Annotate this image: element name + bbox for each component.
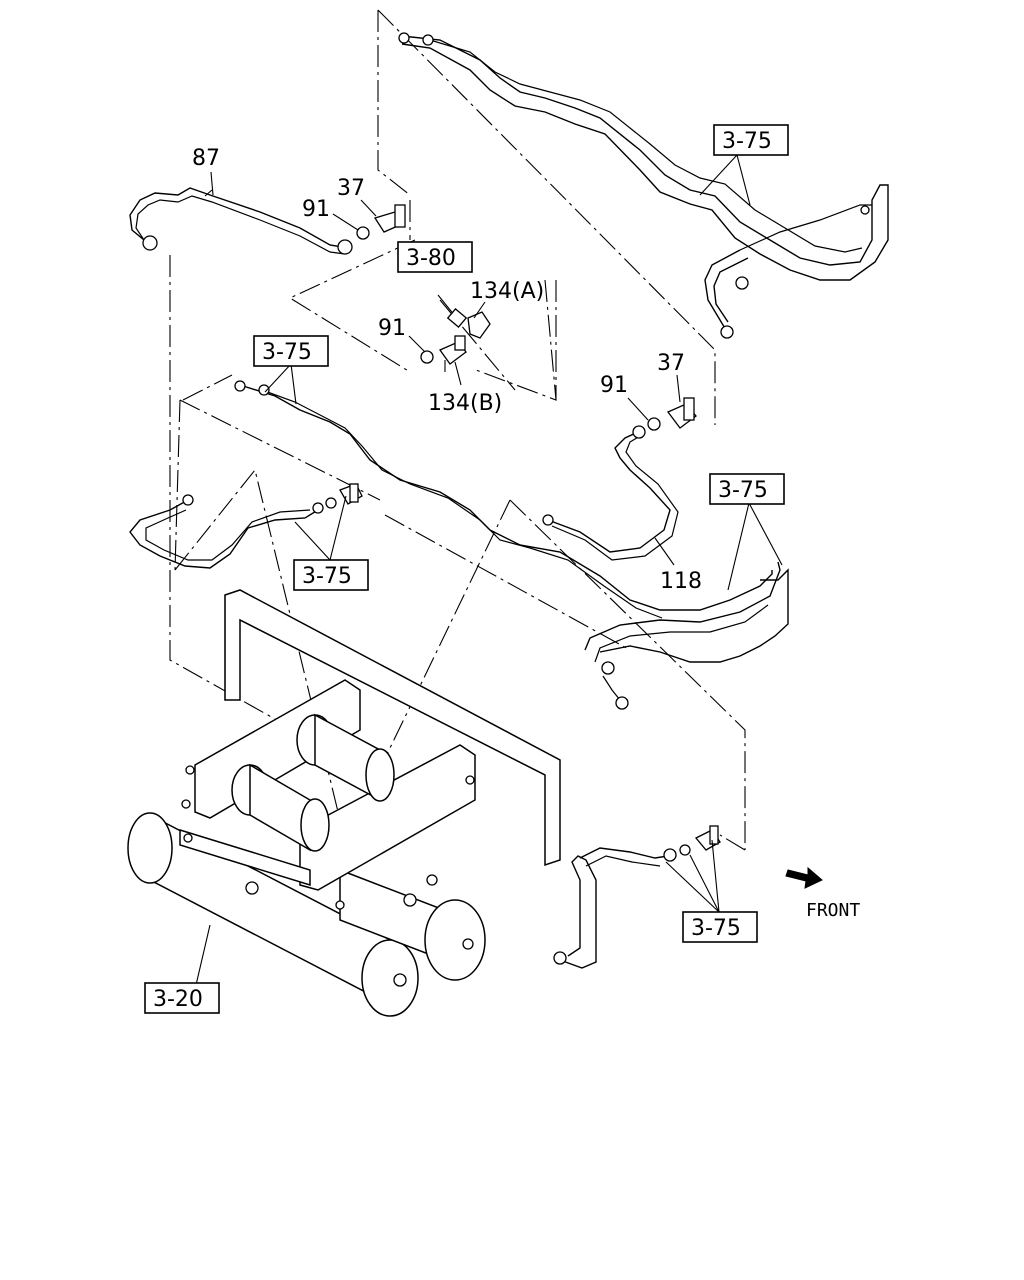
part-label-37-top: 37 (337, 176, 365, 201)
part-label-91-right: 91 (600, 373, 628, 398)
part-labels: 87 37 91 134(A) 91 134(B) 91 37 118 (192, 146, 702, 594)
front-direction-indicator: FRONT (785, 866, 860, 921)
ref-label-3-75-left: 3-75 (302, 564, 352, 589)
ref-label-3-20: 3-20 (153, 987, 203, 1012)
middle-pipe-assembly (234, 380, 789, 710)
part-label-118: 118 (660, 569, 702, 594)
left-pipe-assembly (129, 483, 363, 569)
pipe-87 (129, 187, 406, 255)
ref-label-3-75-right: 3-75 (718, 478, 768, 503)
ref-label-3-80: 3-80 (406, 246, 456, 271)
part-label-91-top: 91 (302, 197, 330, 222)
front-arrow-icon (785, 866, 823, 889)
part-label-134a: 134(A) (470, 279, 544, 304)
part-label-37-right: 37 (657, 351, 685, 376)
upper-pipe-assembly (398, 32, 889, 339)
tee-fittings-134 (420, 294, 491, 365)
ref-label-3-75-middle: 3-75 (262, 340, 312, 365)
part-label-87: 87 (192, 146, 220, 171)
part-label-134b: 134(B) (428, 391, 502, 416)
ref-label-3-75-bottom: 3-75 (691, 916, 741, 941)
air-tank-assembly (127, 679, 486, 1017)
leader-lines (195, 154, 783, 986)
reference-labels: 3-75 3-80 3-75 3-75 3-75 3-75 3-20 (144, 124, 789, 1014)
lower-right-pipe-assembly (553, 825, 721, 969)
ref-label-3-75-top: 3-75 (722, 129, 772, 154)
part-label-91-middle: 91 (378, 316, 406, 341)
frame-rail (224, 589, 561, 867)
pipe-118 (542, 397, 697, 561)
front-label: FRONT (806, 900, 860, 921)
